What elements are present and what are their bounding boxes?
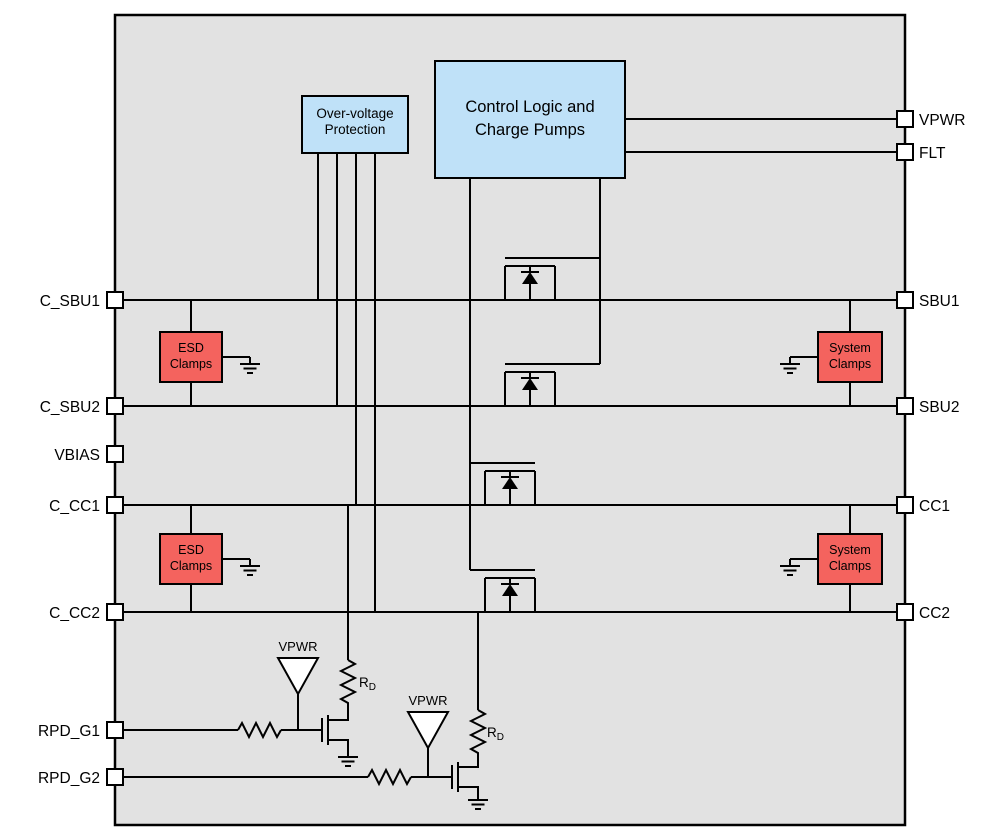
esd-clamps-block-2 [159,533,223,585]
control-logic-title-line2: Charge Pumps [475,121,585,139]
resistor-rd1 [338,659,358,705]
pin-label-rpd-g1: RPD_G1 [38,723,100,740]
esd-clamps-1-line2: Clamps [170,357,212,371]
pin-label-c-sbu2: C_SBU2 [40,399,100,416]
pin-label-sbu1: SBU1 [919,293,960,310]
vpwr-driver-triangle-1 [276,657,320,697]
pin-cc1 [896,496,914,514]
esd-clamps-2-line2: Clamps [170,559,212,573]
ground-icon [780,363,800,374]
rd1-label: RD [359,675,376,693]
fet-source-drain-legs [504,372,556,406]
pin-label-rpd-g2: RPD_G2 [38,770,100,787]
left-pins [106,291,124,786]
vpwr-supply-label-1: VPWR [279,639,318,654]
rd2-label-base: R [487,725,497,740]
left-pin-labels: C_SBU1 C_SBU2 VBIAS C_CC1 C_CC2 RPD_G1 R… [38,293,100,787]
pulldown-circuit-1 [115,505,358,767]
system-clamps-block-2 [817,533,883,585]
sys2-ground-lead [789,558,818,566]
ovp-title-line1: Over-voltage [316,106,393,121]
fet-switch-cc2 [470,569,536,612]
fet-switch-cc1 [470,462,536,505]
fet2-drain-lead [458,755,479,768]
resistor-rpd-g1 [237,720,282,740]
esd1-ground-lead [222,356,251,364]
pin-cc2 [896,603,914,621]
fet-source-drain-legs [504,266,556,300]
ovp-block [301,95,409,154]
esd-clamp-wiring [190,300,260,612]
control-logic-title-line1: Control Logic and [465,98,594,116]
pin-c-sbu1 [106,291,124,309]
system-clamp-wiring [780,300,851,612]
fet2-source-lead [458,786,479,800]
pin-label-vbias: VBIAS [54,447,100,464]
pin-label-c-sbu1: C_SBU1 [40,293,100,310]
fet-body-diode [522,272,538,284]
fet-body-diode [502,584,518,596]
ovp-title-line2: Protection [325,122,386,137]
pin-label-c-cc1: C_CC1 [49,498,100,515]
fet1-drain-lead [328,705,349,721]
fet-source-drain-legs [484,578,536,612]
pin-vbias [106,445,124,463]
sys1-ground-lead [789,356,818,364]
fet-switch-sbu1 [504,257,600,300]
pin-label-cc1: CC1 [919,498,950,515]
pin-c-sbu2 [106,397,124,415]
pin-label-cc2: CC2 [919,605,950,622]
esd-clamps-block-1 [159,331,223,383]
esd2-ground-lead [222,558,251,566]
fet-body-diode [502,477,518,489]
system-clamps-1-line1: System [829,341,871,355]
vpwr-supply-label-2: VPWR [409,693,448,708]
pin-label-vpwr: VPWR [919,112,966,129]
rd1-label-base: R [359,675,369,690]
rd2-label: RD [487,725,504,743]
right-pin-labels: VPWR FLT SBU1 SBU2 CC1 CC2 [919,112,966,622]
system-clamps-block-1 [817,331,883,383]
signal-wires [115,118,905,613]
right-pins [896,110,914,621]
esd-clamps-1-line1: ESD [178,341,204,355]
system-clamps-2-line2: Clamps [829,559,871,573]
system-clamps-1-line2: Clamps [829,357,871,371]
ground-icon [468,799,488,810]
ovp-drop-wires [317,153,376,612]
resistor-rd2 [468,709,488,755]
rd1-label-sub: D [369,682,376,693]
vpwr-driver-triangle-2 [406,711,450,751]
ground-icon [338,756,358,767]
resistor-rpd-g2 [367,767,412,787]
pin-label-sbu2: SBU2 [919,399,960,416]
pin-c-cc1 [106,496,124,514]
fet-body-diode [522,378,538,390]
pin-vpwr [896,110,914,128]
pin-c-cc2 [106,603,124,621]
fet-source-drain-legs [484,471,536,505]
pulldown-circuit-2 [115,612,488,810]
pin-rpd-g1 [106,721,124,739]
pin-label-c-cc2: C_CC2 [49,605,100,622]
pin-label-flt: FLT [919,145,946,162]
fet-switch-sbu2 [504,363,600,406]
pin-sbu2 [896,397,914,415]
pin-sbu1 [896,291,914,309]
ground-icon [240,363,260,374]
esd-clamps-2-line1: ESD [178,543,204,557]
gate-drive-wires [469,178,601,570]
rd2-label-sub: D [497,732,504,743]
ground-icon [780,565,800,576]
system-clamps-2-line1: System [829,543,871,557]
fet1-source-lead [328,739,349,757]
pin-rpd-g2 [106,768,124,786]
pin-flt [896,143,914,161]
control-logic-block [434,60,626,179]
ground-icon [240,565,260,576]
